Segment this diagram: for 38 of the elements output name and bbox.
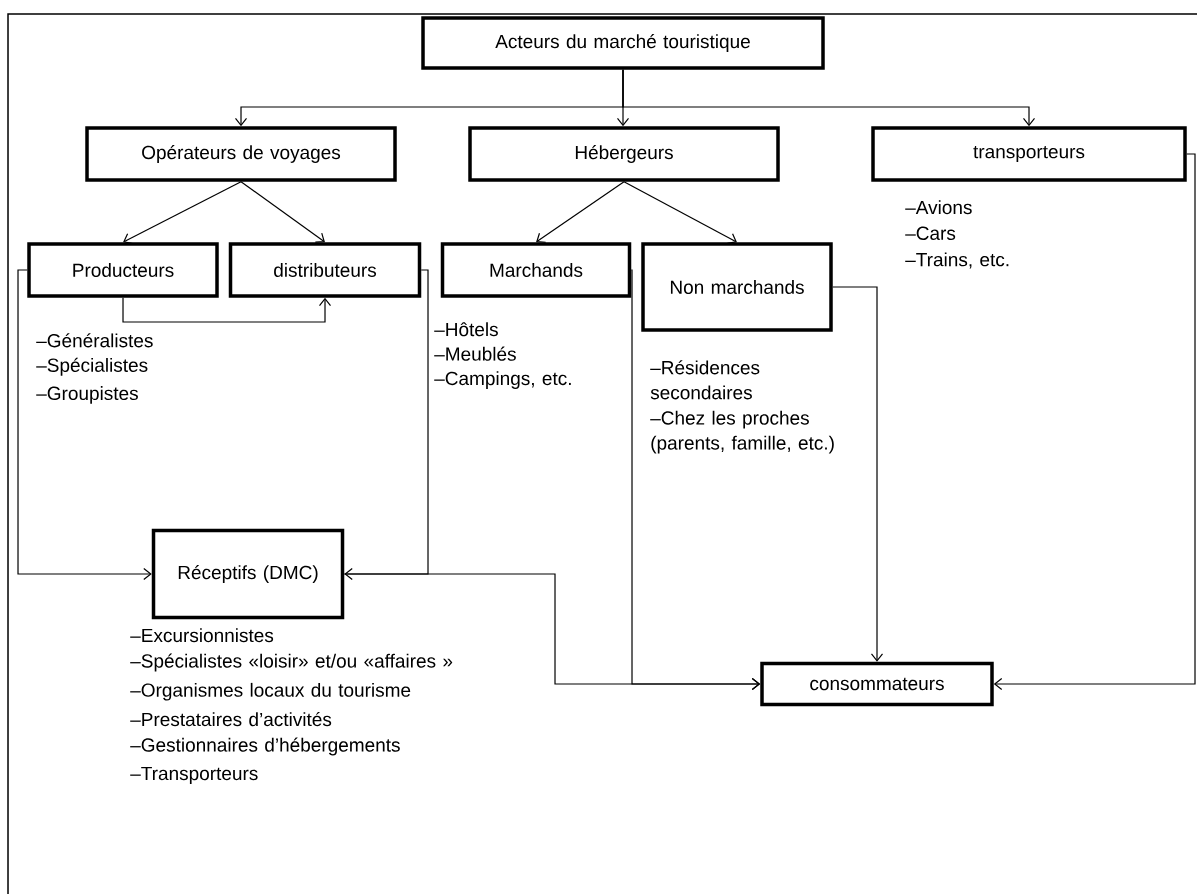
list-item: –Organismes locaux du tourisme bbox=[130, 682, 411, 701]
list-item: –Gestionnaires d’hébergements bbox=[130, 737, 400, 756]
list-item: –Cars bbox=[905, 226, 956, 240]
list-item: –Excursionnistes bbox=[130, 628, 274, 643]
list-item: –Prestataires d’activités bbox=[130, 712, 332, 727]
process-box: Non marchands bbox=[641, 242, 833, 332]
process-box: Producteurs bbox=[27, 242, 219, 298]
arrow bbox=[832, 286, 884, 662]
list-item: –Spécialistes bbox=[36, 357, 148, 376]
arrow bbox=[630, 269, 761, 691]
process-box: Opérateurs de voyages bbox=[85, 126, 397, 182]
arrow bbox=[536, 181, 625, 243]
process-box: transporteurs bbox=[871, 126, 1187, 182]
arrow bbox=[122, 297, 332, 323]
process-box: Marchands bbox=[440, 242, 632, 298]
list-item: –Avions bbox=[905, 200, 972, 215]
arrow bbox=[993, 153, 1196, 691]
arrow bbox=[123, 181, 242, 245]
arrow bbox=[622, 69, 1036, 127]
list-item: –Groupistes bbox=[36, 386, 138, 404]
arrow bbox=[240, 181, 325, 243]
arrow bbox=[623, 181, 737, 244]
arrow bbox=[17, 269, 152, 581]
list-item: –Résidences secondaires bbox=[650, 360, 760, 400]
arrow bbox=[344, 269, 429, 581]
process-box: distributeurs bbox=[228, 242, 422, 298]
process-box: Acteurs du marché touristique bbox=[421, 16, 825, 70]
process-box: Hébergeurs bbox=[468, 126, 780, 182]
list-item: –Spécialistes «loisir» et/ou «affaires » bbox=[130, 653, 453, 672]
process-box: Réceptifs (DMC) bbox=[151, 528, 345, 620]
list-item: –Meublés bbox=[434, 346, 516, 361]
list-item: –Campings, etc. bbox=[434, 371, 571, 389]
list-item: –Chez les proches (parents, famille, etc.) bbox=[650, 410, 834, 454]
list-item: –Hôtels bbox=[434, 322, 498, 337]
list-item: –Transporteurs bbox=[130, 766, 258, 784]
process-box: consommateurs bbox=[760, 661, 994, 707]
list-item: –Généralistes bbox=[36, 333, 153, 348]
list-item: –Trains, etc. bbox=[905, 252, 1009, 269]
